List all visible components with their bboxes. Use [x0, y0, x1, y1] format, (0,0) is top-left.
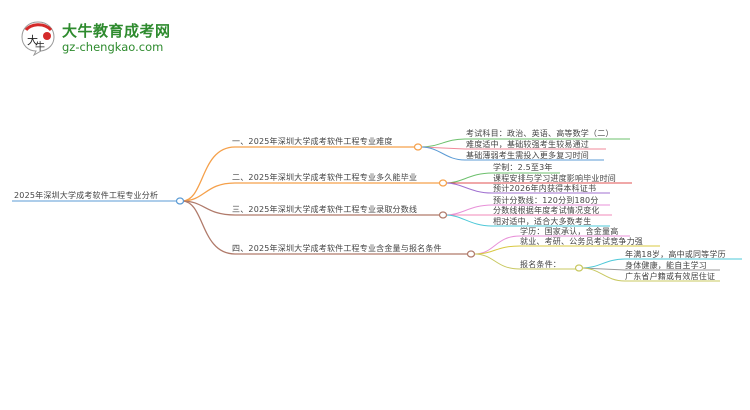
leaf-expected-certificate[interactable]: 预计2026年内获得本科证书 [493, 184, 597, 193]
svg-text:牛: 牛 [35, 40, 45, 53]
leaf-moderate-suitable[interactable]: 相对适中，适合大多数考生 [493, 217, 592, 226]
leaf-exam-subjects[interactable]: 考试科目：政治、英语、高等数学（二） [466, 129, 614, 138]
branch-difficulty[interactable]: 一、2025年深圳大学成考软件工程专业难度 [232, 137, 393, 146]
leaf-difficulty-moderate[interactable]: 难度适中，基础较强考生较易通过 [466, 140, 589, 149]
logo-title: 大牛教育成考网 [62, 22, 171, 40]
leaf-competitiveness[interactable]: 就业、考研、公务员考试竞争力强 [520, 237, 643, 246]
leaf-expected-score[interactable]: 预计分数线：120分到180分 [493, 196, 599, 205]
root-node-handle [175, 197, 185, 205]
leaf-study-duration[interactable]: 学制：2.5至3年 [493, 163, 553, 172]
node-registration-requirements[interactable]: 报名条件： [520, 260, 561, 269]
branch-value-and-requirements[interactable]: 四、2025年深圳大学成考软件工程专业含金量与报名条件 [232, 244, 442, 253]
leaf-weak-foundation[interactable]: 基础薄弱考生需投入更多复习时间 [466, 151, 589, 160]
leaf-health-self-study[interactable]: 身体健康，能自主学习 [625, 261, 707, 270]
svg-text:大: 大 [27, 33, 38, 47]
root-node-label[interactable]: 2025年深圳大学成考软件工程专业分析 [14, 191, 159, 200]
leaf-degree-recognized[interactable]: 学历：国家承认，含金量高 [520, 227, 619, 236]
leaf-score-varies[interactable]: 分数线根据年度考试情况变化 [493, 206, 600, 215]
leaf-residency[interactable]: 广东省户籍或有效居住证 [625, 272, 716, 281]
branch-graduation-time[interactable]: 二、2025年深圳大学成考软件工程专业多久能毕业 [232, 173, 418, 182]
logo-badge-icon: 大 牛 [21, 21, 55, 56]
leaf-age-education[interactable]: 年满18岁，高中或同等学历 [625, 250, 726, 259]
branch-admission-score[interactable]: 三、2025年深圳大学成考软件工程专业录取分数线 [232, 205, 418, 214]
leaf-course-schedule[interactable]: 课程安排与学习进度影响毕业时间 [493, 174, 616, 183]
logo-url: gz-chengkao.com [62, 40, 164, 54]
site-logo[interactable]: 大 牛 大牛教育成考网 gz-chengkao.com [14, 14, 184, 58]
